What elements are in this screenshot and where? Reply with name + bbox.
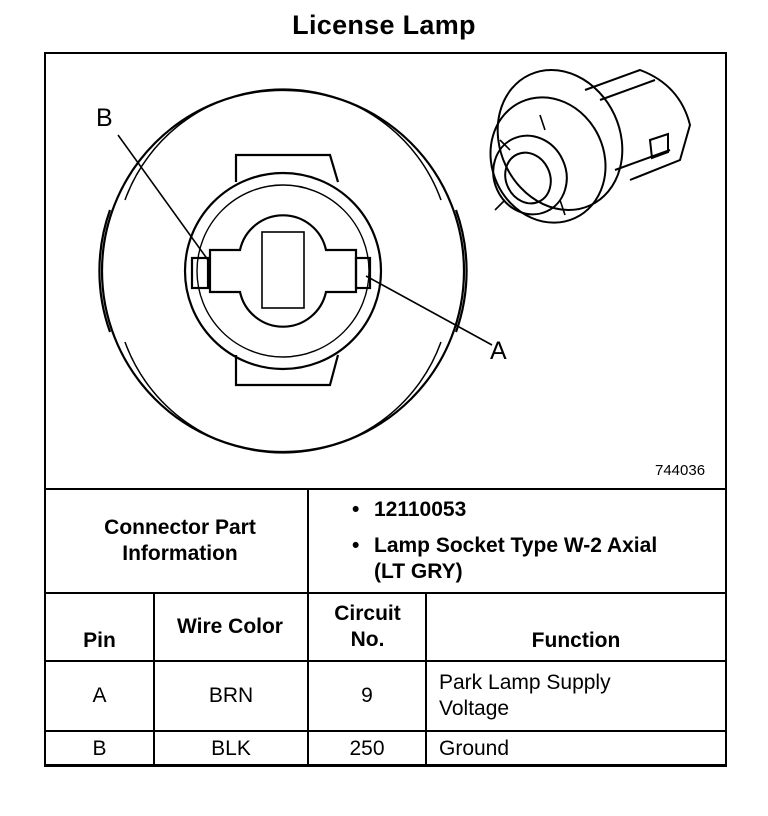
connector-info-item: • Lamp Socket Type W-2 Axial (LT GRY) xyxy=(350,533,694,585)
row-b-pin: B xyxy=(92,736,107,760)
row-divider xyxy=(44,730,727,732)
socket-type: Lamp Socket Type W-2 Axial (LT GRY) xyxy=(374,534,658,583)
socket-top-tab xyxy=(234,153,340,183)
callout-line-a xyxy=(365,275,493,346)
row-b-function: Ground xyxy=(439,736,510,760)
table-left-border xyxy=(44,488,46,767)
socket-right-flange xyxy=(454,209,468,333)
contact-a xyxy=(354,256,372,290)
row-a-circuit: 9 xyxy=(361,684,373,707)
callout-label-b: B xyxy=(96,104,113,132)
page-title: License Lamp xyxy=(292,10,476,40)
header-function: Function xyxy=(531,629,621,652)
lamp-socket-illustration xyxy=(489,68,692,224)
row-a-function: Park Lamp Supply Voltage xyxy=(439,671,611,720)
header-pin: Pin xyxy=(83,629,116,652)
row-b-wire-color: BLK xyxy=(211,736,251,760)
figure-number: 744036 xyxy=(655,462,706,479)
info-divider xyxy=(307,488,309,594)
socket-left-flange xyxy=(98,209,112,333)
socket-bottom-tab xyxy=(234,354,340,387)
col-divider-2 xyxy=(307,592,309,767)
table-right-border xyxy=(725,488,727,767)
callout-line-b xyxy=(117,134,209,261)
table-bottom-border xyxy=(44,765,727,767)
bullet-icon: • xyxy=(352,534,360,557)
socket-outer-ring xyxy=(100,88,466,454)
socket-inner-ring xyxy=(183,171,383,371)
callout-label-a: A xyxy=(490,337,507,365)
row-a-wire-color: BRN xyxy=(208,684,254,707)
table-top-border xyxy=(44,488,727,490)
row-b-circuit: 250 xyxy=(349,736,385,760)
info-bottom-border xyxy=(44,592,727,594)
header-bottom-border xyxy=(44,660,727,662)
bullet-icon: • xyxy=(352,498,360,521)
terminal-body xyxy=(208,214,358,328)
header-wire-color: Wire Color xyxy=(177,615,283,638)
col-divider-3 xyxy=(425,592,427,767)
row-a-pin: A xyxy=(92,684,107,707)
contact-b xyxy=(190,256,210,290)
connector-info-label: Connector Part Information xyxy=(104,516,256,565)
connector-info-item: • 12110053 xyxy=(350,497,684,523)
connector-info-list: • 12110053 • Lamp Socket Type W-2 Axial … xyxy=(350,497,694,585)
col-divider-1 xyxy=(153,592,155,767)
part-number: 12110053 xyxy=(374,498,467,521)
header-circuit-no: Circuit No. xyxy=(334,602,401,651)
